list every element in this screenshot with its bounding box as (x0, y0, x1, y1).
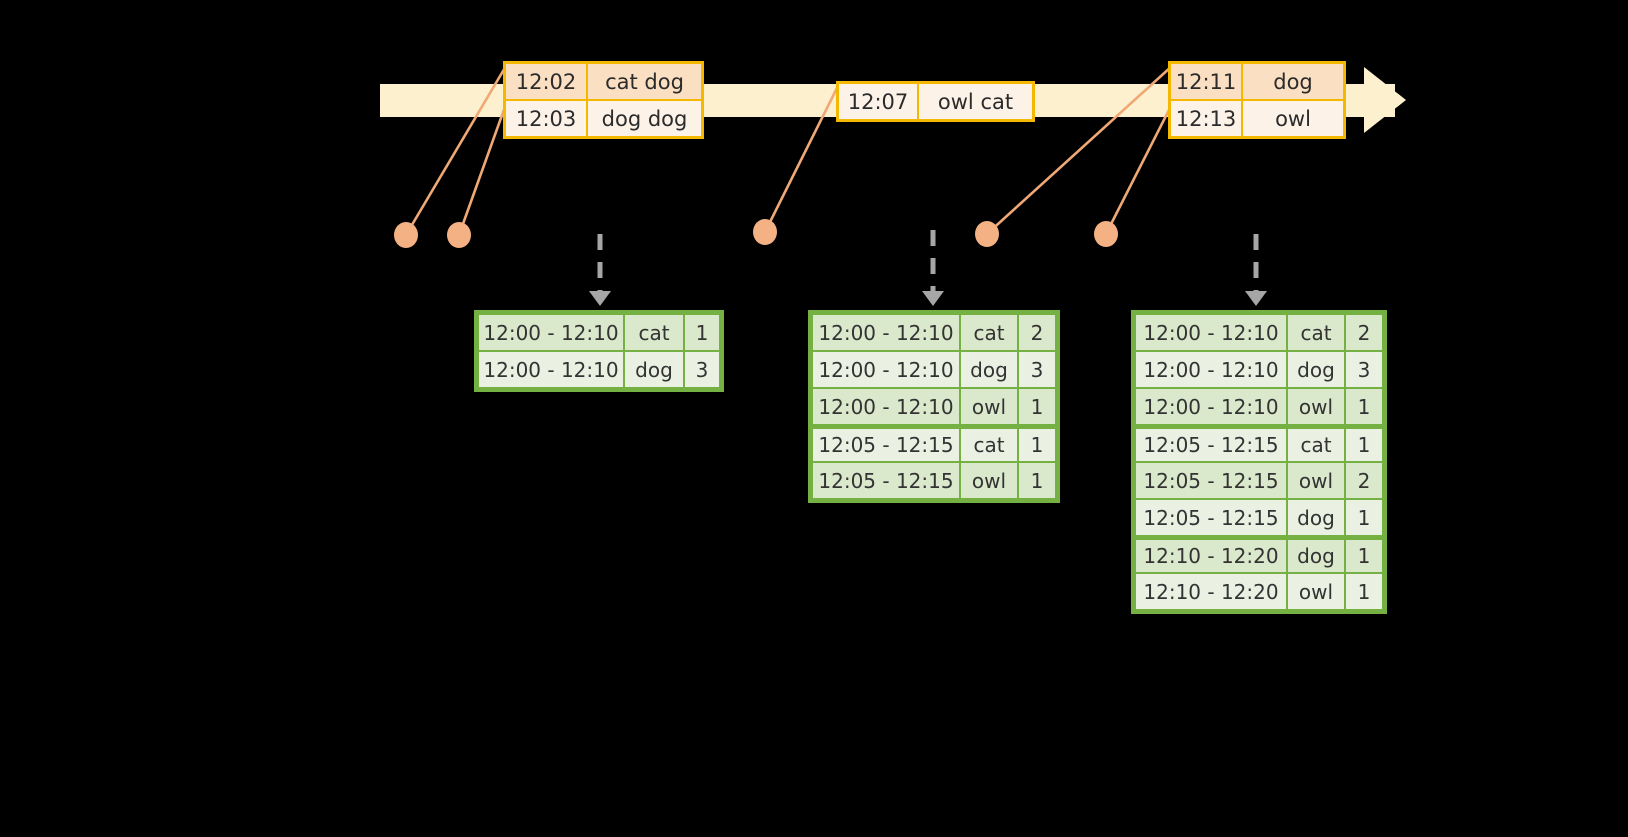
word-label: dog (960, 351, 1018, 388)
count-value: 1 (1018, 388, 1056, 425)
count-value: 3 (684, 351, 720, 388)
event-box-group-2: 12:07 owl cat (836, 81, 1035, 122)
word-label: dog (1287, 499, 1345, 536)
window-range: 12:05 - 12:15 (1135, 425, 1287, 462)
word-label: cat (960, 425, 1018, 462)
window-range: 12:05 - 12:15 (812, 462, 960, 499)
count-value: 2 (1345, 314, 1383, 351)
window-range: 12:00 - 12:10 (812, 388, 960, 425)
event-time: 12:07 (839, 84, 919, 119)
window-range: 12:00 - 12:10 (812, 351, 960, 388)
word-label: owl (1287, 573, 1345, 610)
event-dot (753, 219, 777, 245)
count-value: 1 (1345, 536, 1383, 573)
window-range: 12:05 - 12:15 (1135, 462, 1287, 499)
down-arrow-head-icon (922, 291, 944, 306)
word-label: cat (624, 314, 684, 351)
window-range: 12:00 - 12:10 (478, 314, 624, 351)
down-arrow-head-icon (589, 291, 611, 306)
word-label: owl (960, 388, 1018, 425)
count-value: 3 (1345, 351, 1383, 388)
word-label: cat (1287, 314, 1345, 351)
event-dot (394, 222, 418, 248)
connector-line (457, 103, 508, 236)
word-label: cat (1287, 425, 1345, 462)
word-label: dog (1287, 351, 1345, 388)
window-range: 12:05 - 12:15 (1135, 499, 1287, 536)
event-row: 12:02 cat dog (506, 64, 701, 99)
window-range: 12:00 - 12:10 (1135, 351, 1287, 388)
count-value: 3 (1018, 351, 1056, 388)
count-value: 2 (1018, 314, 1056, 351)
timeline-arrowhead-icon (1364, 67, 1406, 133)
event-dot (975, 221, 999, 247)
connector-line (986, 65, 1173, 235)
event-box-group-3: 12:11 dog 12:13 owl (1168, 61, 1346, 139)
down-arrows (589, 230, 1267, 306)
window-range: 12:00 - 12:10 (812, 314, 960, 351)
window-range: 12:00 - 12:10 (1135, 314, 1287, 351)
count-value: 2 (1345, 462, 1383, 499)
window-range: 12:10 - 12:20 (1135, 536, 1287, 573)
event-box-group-1: 12:02 cat dog 12:03 dog dog (503, 61, 704, 139)
window-range: 12:05 - 12:15 (812, 425, 960, 462)
event-time: 12:03 (506, 101, 588, 136)
event-dot (447, 222, 471, 248)
event-words: cat dog (588, 64, 701, 99)
connector-line (404, 65, 508, 236)
window-range: 12:00 - 12:10 (1135, 388, 1287, 425)
event-words: owl (1243, 101, 1343, 136)
connector-lines (404, 65, 1174, 236)
event-words: owl cat (919, 84, 1032, 119)
event-time: 12:02 (506, 64, 588, 99)
count-value: 1 (684, 314, 720, 351)
event-time: 12:11 (1171, 64, 1243, 99)
event-dot (1094, 221, 1118, 247)
event-time: 12:13 (1171, 101, 1243, 136)
count-value: 1 (1018, 425, 1056, 462)
count-value: 1 (1345, 388, 1383, 425)
count-value: 1 (1018, 462, 1056, 499)
down-arrow-head-icon (1245, 291, 1267, 306)
connector-line (763, 85, 840, 233)
word-label: owl (960, 462, 1018, 499)
word-label: dog (624, 351, 684, 388)
window-range: 12:10 - 12:20 (1135, 573, 1287, 610)
event-row: 12:07 owl cat (839, 84, 1032, 119)
word-label: cat (960, 314, 1018, 351)
event-row: 12:11 dog (1171, 64, 1343, 99)
count-value: 1 (1345, 425, 1383, 462)
word-label: dog (1287, 536, 1345, 573)
word-label: owl (1287, 388, 1345, 425)
event-words: dog dog (588, 101, 701, 136)
event-dots (394, 219, 1118, 248)
event-words: dog (1243, 64, 1343, 99)
window-range: 12:00 - 12:10 (478, 351, 624, 388)
event-row: 12:03 dog dog (506, 99, 701, 136)
count-value: 1 (1345, 499, 1383, 536)
connector-line (1104, 103, 1174, 235)
event-row: 12:13 owl (1171, 99, 1343, 136)
count-value: 1 (1345, 573, 1383, 610)
word-label: owl (1287, 462, 1345, 499)
